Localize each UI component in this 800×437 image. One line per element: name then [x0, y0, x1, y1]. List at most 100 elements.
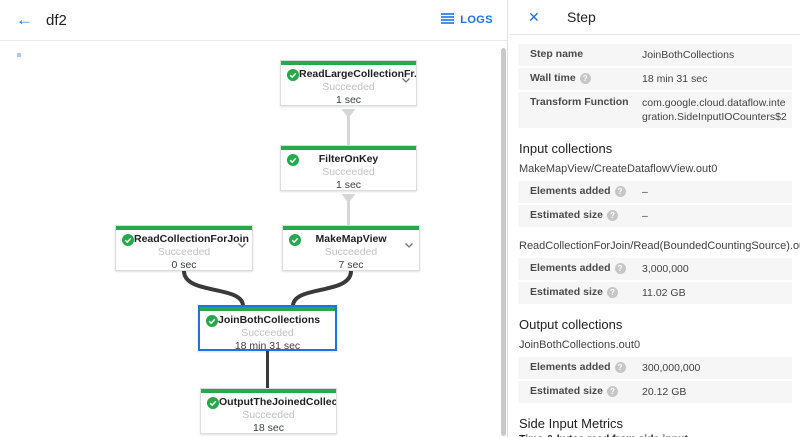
graph-node-filter-on-key[interactable]: FilterOnKey Succeeded 1 sec [280, 145, 417, 191]
metric-row: Elements added ? – [518, 181, 792, 203]
metric-value: 20.12 GB [642, 386, 687, 398]
metric-value: 3,000,000 [642, 263, 689, 275]
property-value: com.google.cloud.dataflow.integration.Si… [642, 97, 787, 123]
close-icon[interactable]: ✕ [528, 8, 540, 25]
graph-scrollbar[interactable] [501, 48, 506, 436]
graph-edges [182, 109, 356, 389]
node-time: 1 sec [335, 94, 362, 106]
node-status-bar [281, 146, 416, 150]
node-title: OutputTheJoinedCollec... [219, 396, 336, 408]
property-row: Step name JoinBothCollections [518, 44, 792, 66]
logs-button-label: LOGS [460, 14, 493, 26]
node-title: MakeMapView [315, 233, 387, 245]
property-value: 18 min 31 sec [642, 73, 708, 85]
collection-name: ReadCollectionForJoin/Read(BoundedCounti… [519, 240, 800, 252]
graph-node-read-collection-for-join[interactable]: ReadCollectionForJoin Succeeded 0 sec [115, 225, 253, 271]
help-icon[interactable]: ? [614, 185, 626, 197]
success-check-icon [287, 153, 299, 166]
metric-label: Elements added ? [530, 262, 642, 274]
property-label: Wall time ? [530, 72, 642, 84]
node-title: ReadLargeCollectionFr... [299, 68, 416, 80]
chevron-down-icon[interactable] [405, 235, 413, 253]
minimap-dot [17, 53, 21, 57]
metric-row: Elements added ? 3,000,000 [518, 258, 792, 280]
help-icon[interactable]: ? [606, 286, 618, 298]
node-time: 0 sec [171, 259, 197, 271]
collection-name: JoinBothCollections.out0 [519, 339, 641, 351]
node-status: Succeeded [157, 246, 211, 258]
chevron-down-icon[interactable] [238, 235, 246, 253]
graph-canvas[interactable]: ReadLargeCollectionFr... Succeeded 1 sec… [0, 41, 507, 437]
metric-value: 300,000,000 [642, 362, 701, 374]
success-check-icon [206, 314, 218, 327]
node-time: 1 sec [335, 179, 362, 191]
input-collections-heading: Input collections [519, 141, 613, 156]
back-arrow-icon[interactable]: ← [16, 10, 33, 29]
help-icon[interactable]: ? [606, 209, 618, 221]
node-title: FilterOnKey [318, 153, 379, 165]
collection-name: MakeMapView/CreateDataflowView.out0 [519, 163, 718, 175]
step-properties-table: Step name JoinBothCollections Wall time … [518, 44, 792, 128]
chevron-down-icon[interactable] [402, 70, 410, 88]
property-row: Wall time ? 18 min 31 sec [518, 68, 792, 90]
step-details-panel: ✕ Step Step name JoinBothCollections Wal… [509, 0, 800, 437]
metric-label: Estimated size ? [530, 209, 642, 221]
node-status: Succeeded [322, 81, 375, 93]
side-input-metrics-subheading: Time & bytes read from side input [519, 433, 792, 437]
step-panel-title: Step [567, 9, 596, 25]
output-collection-group: JoinBothCollections.out0 Elements added … [518, 339, 792, 403]
help-icon[interactable]: ? [579, 72, 591, 84]
help-icon[interactable]: ? [614, 361, 626, 373]
metric-row: Estimated size ? 11.02 GB [518, 282, 792, 304]
graph-node-make-map-view[interactable]: MakeMapView Succeeded 7 sec [282, 225, 420, 271]
property-label: Step name [530, 48, 584, 60]
property-row: Transform Function com.google.cloud.data… [518, 92, 792, 128]
node-time: 18 sec [253, 422, 284, 434]
node-status: Succeeded [322, 166, 375, 178]
node-status-bar [283, 226, 419, 230]
help-icon[interactable]: ? [606, 385, 618, 397]
side-input-metrics-heading: Side Input Metrics [519, 416, 624, 431]
help-icon[interactable]: ? [614, 262, 626, 274]
node-status-bar [200, 307, 335, 311]
node-time: 7 sec [338, 259, 364, 271]
metric-row: Estimated size ? 20.12 GB [518, 381, 792, 403]
node-time: 18 min 31 sec [234, 340, 301, 352]
metric-row: Elements added ? 300,000,000 [518, 357, 792, 379]
metric-label: Estimated size ? [530, 286, 642, 298]
graph-node-output-the-joined[interactable]: OutputTheJoinedCollec... Succeeded 18 se… [200, 388, 337, 434]
node-status-bar [116, 226, 252, 230]
graph-node-join-both-collections[interactable]: JoinBothCollections Succeeded 18 min 31 … [198, 305, 337, 352]
metric-label: Elements added ? [530, 185, 642, 197]
node-status: Succeeded [241, 327, 294, 339]
node-title: ReadCollectionForJoin [134, 233, 249, 245]
success-check-icon [287, 68, 299, 81]
step-panel-body[interactable]: Step name JoinBothCollections Wall time … [509, 35, 800, 437]
metric-value: 11.02 GB [642, 287, 686, 299]
logs-list-icon [441, 13, 455, 27]
step-panel-header: ✕ Step [509, 0, 800, 35]
property-label: Transform Function [530, 96, 629, 108]
metric-label: Elements added ? [530, 361, 642, 373]
property-value: JoinBothCollections [642, 49, 735, 61]
output-collections-heading: Output collections [519, 317, 623, 332]
input-collection-group: ReadCollectionForJoin/Read(BoundedCounti… [518, 240, 800, 304]
node-status-bar [201, 389, 336, 393]
node-status: Succeeded [324, 246, 378, 258]
job-title: df2 [46, 11, 67, 29]
metric-row: Estimated size ? – [518, 205, 792, 227]
graph-node-read-large-collection[interactable]: ReadLargeCollectionFr... Succeeded 1 sec [280, 60, 417, 106]
node-status: Succeeded [242, 409, 295, 421]
success-check-icon [289, 233, 301, 246]
success-check-icon [122, 233, 134, 246]
node-status-bar [281, 61, 416, 65]
metric-label: Estimated size ? [530, 385, 642, 397]
input-collection-group: MakeMapView/CreateDataflowView.out0 Elem… [518, 163, 792, 227]
job-graph-panel: ← df2 LOGS [0, 0, 508, 437]
job-header: ← df2 LOGS [0, 0, 507, 41]
node-title: JoinBothCollections [218, 314, 321, 326]
success-check-icon [207, 396, 219, 409]
logs-button[interactable]: LOGS [441, 13, 493, 27]
metric-value: – [642, 210, 648, 222]
